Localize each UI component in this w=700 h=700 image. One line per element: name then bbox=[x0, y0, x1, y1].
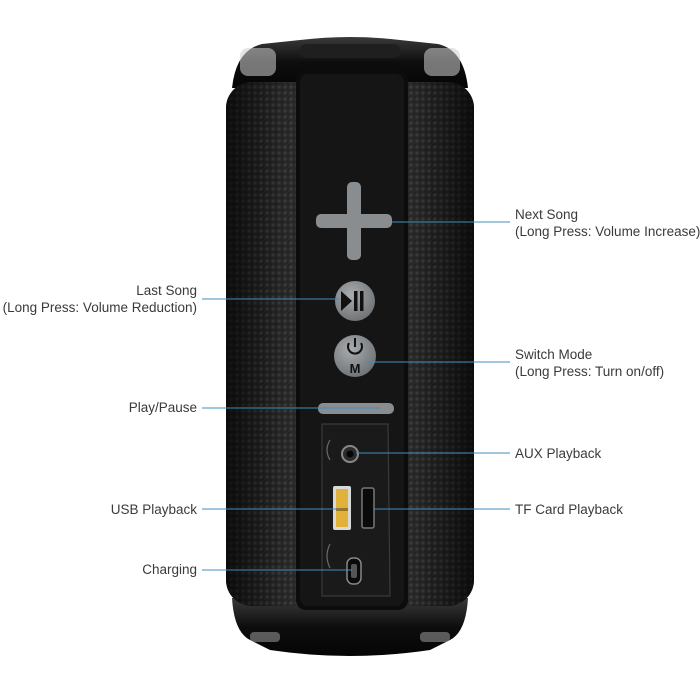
power-mode-icon bbox=[347, 338, 363, 355]
charging-port[interactable] bbox=[346, 557, 362, 585]
usb-port[interactable] bbox=[333, 486, 351, 530]
callout-tf-card: TF Card Playback bbox=[515, 501, 623, 518]
mode-button-text: M bbox=[350, 361, 361, 376]
callout-usb-title: USB Playback bbox=[110, 502, 197, 517]
callout-last-song-title: Last Song bbox=[136, 283, 197, 298]
mode-button[interactable]: M bbox=[334, 335, 376, 377]
callout-aux: AUX Playback bbox=[515, 445, 601, 462]
callout-switch-mode-note: (Long Press: Turn on/off) bbox=[515, 364, 665, 379]
callout-charging-title: Charging bbox=[142, 562, 197, 577]
callout-aux-title: AUX Playback bbox=[515, 446, 602, 461]
callout-next-song: Next Song (Long Press: Volume Increase) bbox=[515, 206, 700, 240]
callout-usb: USB Playback bbox=[111, 501, 197, 518]
callout-last-song-note: (Long Press: Volume Reduction) bbox=[2, 300, 197, 315]
port-panel bbox=[321, 423, 391, 597]
callout-tf-card-title: TF Card Playback bbox=[515, 502, 624, 517]
callout-switch-mode-title: Switch Mode bbox=[515, 347, 593, 362]
callout-play-pause-title: Play/Pause bbox=[128, 400, 197, 415]
callout-next-song-title: Next Song bbox=[515, 207, 579, 222]
top-cap bbox=[232, 37, 468, 88]
tf-card-slot[interactable] bbox=[361, 487, 375, 529]
aux-port[interactable] bbox=[341, 445, 359, 463]
callout-next-song-note: (Long Press: Volume Increase) bbox=[515, 224, 700, 239]
callout-switch-mode: Switch Mode (Long Press: Turn on/off) bbox=[515, 346, 664, 380]
play-pause-icon bbox=[341, 291, 364, 311]
leader-lines bbox=[202, 221, 510, 571]
bottom-cap bbox=[232, 598, 468, 656]
callout-last-song: Last Song (Long Press: Volume Reduction) bbox=[3, 282, 197, 316]
callout-play-pause: Play/Pause bbox=[129, 399, 197, 416]
callout-charging: Charging bbox=[142, 561, 197, 578]
play-pause-button[interactable] bbox=[335, 281, 375, 321]
volume-up-button[interactable] bbox=[316, 182, 392, 260]
